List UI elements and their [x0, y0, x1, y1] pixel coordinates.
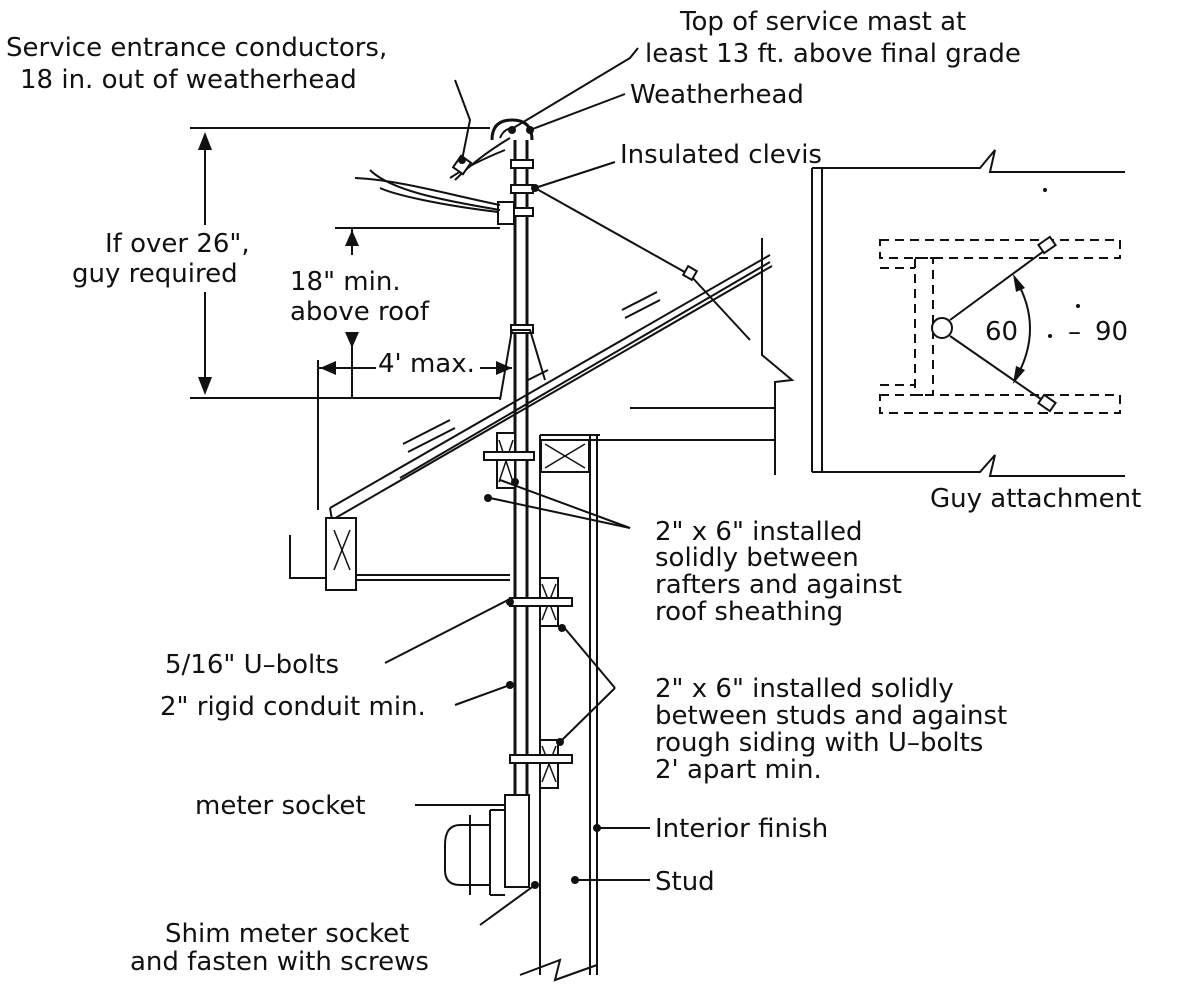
label-conductors-2: 18 in. out of weatherhead [20, 65, 357, 95]
leaders [384, 47, 650, 926]
label-rigid-conduit: 2" rigid conduit min. [160, 692, 426, 722]
label-shim-2: and fasten with screws [130, 947, 429, 977]
label-guy-required-1: If over 26", [105, 229, 250, 259]
label-18-min-1: 18" min. [290, 267, 401, 297]
wall-section [519, 434, 600, 982]
label-guy-required-2: guy required [72, 259, 238, 289]
label-block-studs-1: 2" x 6" installed solidly [655, 674, 954, 704]
label-angle-dash: – [1068, 317, 1081, 347]
label-insulated-clevis: Insulated clevis [620, 140, 822, 170]
label-weatherhead: Weatherhead [630, 80, 804, 110]
label-u-bolts: 5/16" U–bolts [165, 650, 339, 680]
label-interior-finish: Interior finish [655, 814, 828, 844]
blocking [483, 432, 573, 789]
label-angle-90: 90 [1095, 317, 1128, 347]
label-guy-attachment: Guy attachment [930, 484, 1141, 514]
dimensions [190, 127, 512, 510]
guy-attachment-detail [811, 149, 1125, 477]
label-block-studs-4: 2' apart min. [655, 755, 822, 785]
label-block-studs-2: between studs and against [655, 701, 1007, 731]
meter-assembly [444, 794, 530, 896]
label-conductors-1: Service entrance conductors, [6, 33, 387, 63]
text-labels: Top of service mast at least 13 ft. abov… [6, 7, 1141, 977]
label-angle-60: 60 [985, 317, 1018, 347]
label-stud: Stud [655, 867, 715, 897]
label-4-max: 4' max. [378, 349, 475, 379]
insulated-clevis-shape [497, 201, 515, 225]
roof-structure [289, 238, 795, 591]
label-18-min-2: above roof [290, 297, 430, 327]
label-meter-socket: meter socket [195, 791, 366, 821]
label-block-rafters-3: rafters and against [655, 570, 902, 600]
label-top-mast-1: Top of service mast at [679, 7, 966, 37]
label-shim-1: Shim meter socket [165, 919, 409, 949]
label-block-rafters-4: roof sheathing [655, 597, 843, 627]
meter-socket-shape [504, 794, 530, 888]
label-block-rafters-1: 2" x 6" installed [655, 517, 863, 547]
label-block-rafters-2: solidly between [655, 543, 859, 573]
label-block-studs-3: rough siding with U–bolts [655, 728, 983, 758]
label-top-mast-2: least 13 ft. above final grade [645, 39, 1021, 69]
